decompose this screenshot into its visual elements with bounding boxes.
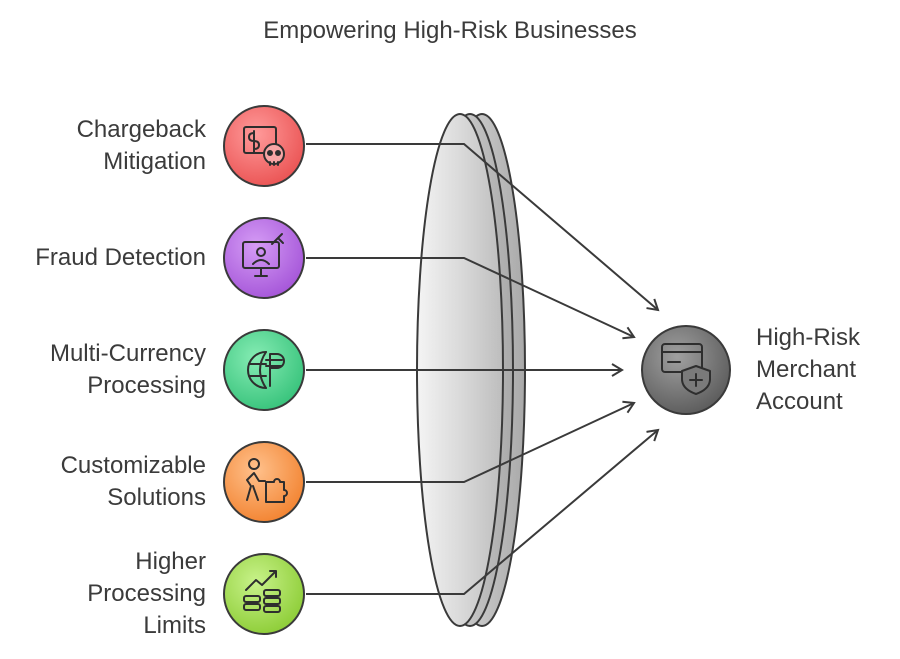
source-label-line: Limits — [143, 612, 206, 639]
source-label-line: Customizable — [60, 452, 206, 479]
source-label-chargeback: Chargeback Mitigation — [77, 114, 206, 178]
connector-custom — [306, 400, 636, 483]
source-label-line: Processing — [87, 580, 206, 607]
source-label-custom: Customizable Solutions — [61, 450, 206, 514]
source-node-chargeback — [223, 105, 305, 187]
globe-currency-icon — [247, 351, 285, 389]
source-node-limits — [223, 553, 305, 635]
source-label-line: Solutions — [107, 484, 206, 511]
connector-chargeback — [306, 143, 660, 312]
source-node-currency — [223, 329, 305, 411]
source-node-custom — [223, 441, 305, 523]
target-label: High-Risk Merchant Account — [756, 322, 860, 418]
source-label-line: Processing — [87, 372, 206, 399]
connector-limits — [306, 428, 660, 595]
source-node-fraud — [223, 217, 305, 299]
connector-fraud — [306, 257, 636, 340]
target-label-line: Account — [756, 388, 843, 415]
source-label-fraud: Fraud Detection — [35, 242, 206, 274]
person-puzzle-icon — [246, 458, 288, 503]
source-label-line: Multi-Currency — [49, 340, 206, 367]
target-label-line: High-Risk — [756, 324, 861, 351]
source-label-line: Mitigation — [103, 148, 206, 175]
diagram-title: Empowering High-Risk Businesses — [263, 17, 637, 44]
growth-coins-icon — [243, 570, 281, 613]
source-label-line: Higher — [135, 548, 206, 575]
source-label-currency: Multi-Currency Processing — [50, 338, 206, 402]
source-label-line: Fraud Detection — [35, 244, 206, 271]
source-label-line: Chargeback — [76, 116, 206, 143]
target-label-line: Merchant — [756, 356, 857, 383]
monitor-hacker-icon — [242, 233, 284, 277]
money-skull-icon — [243, 126, 285, 166]
card-shield-icon — [661, 343, 711, 395]
target-node — [641, 325, 731, 415]
source-label-limits: Higher Processing Limits — [87, 546, 206, 642]
